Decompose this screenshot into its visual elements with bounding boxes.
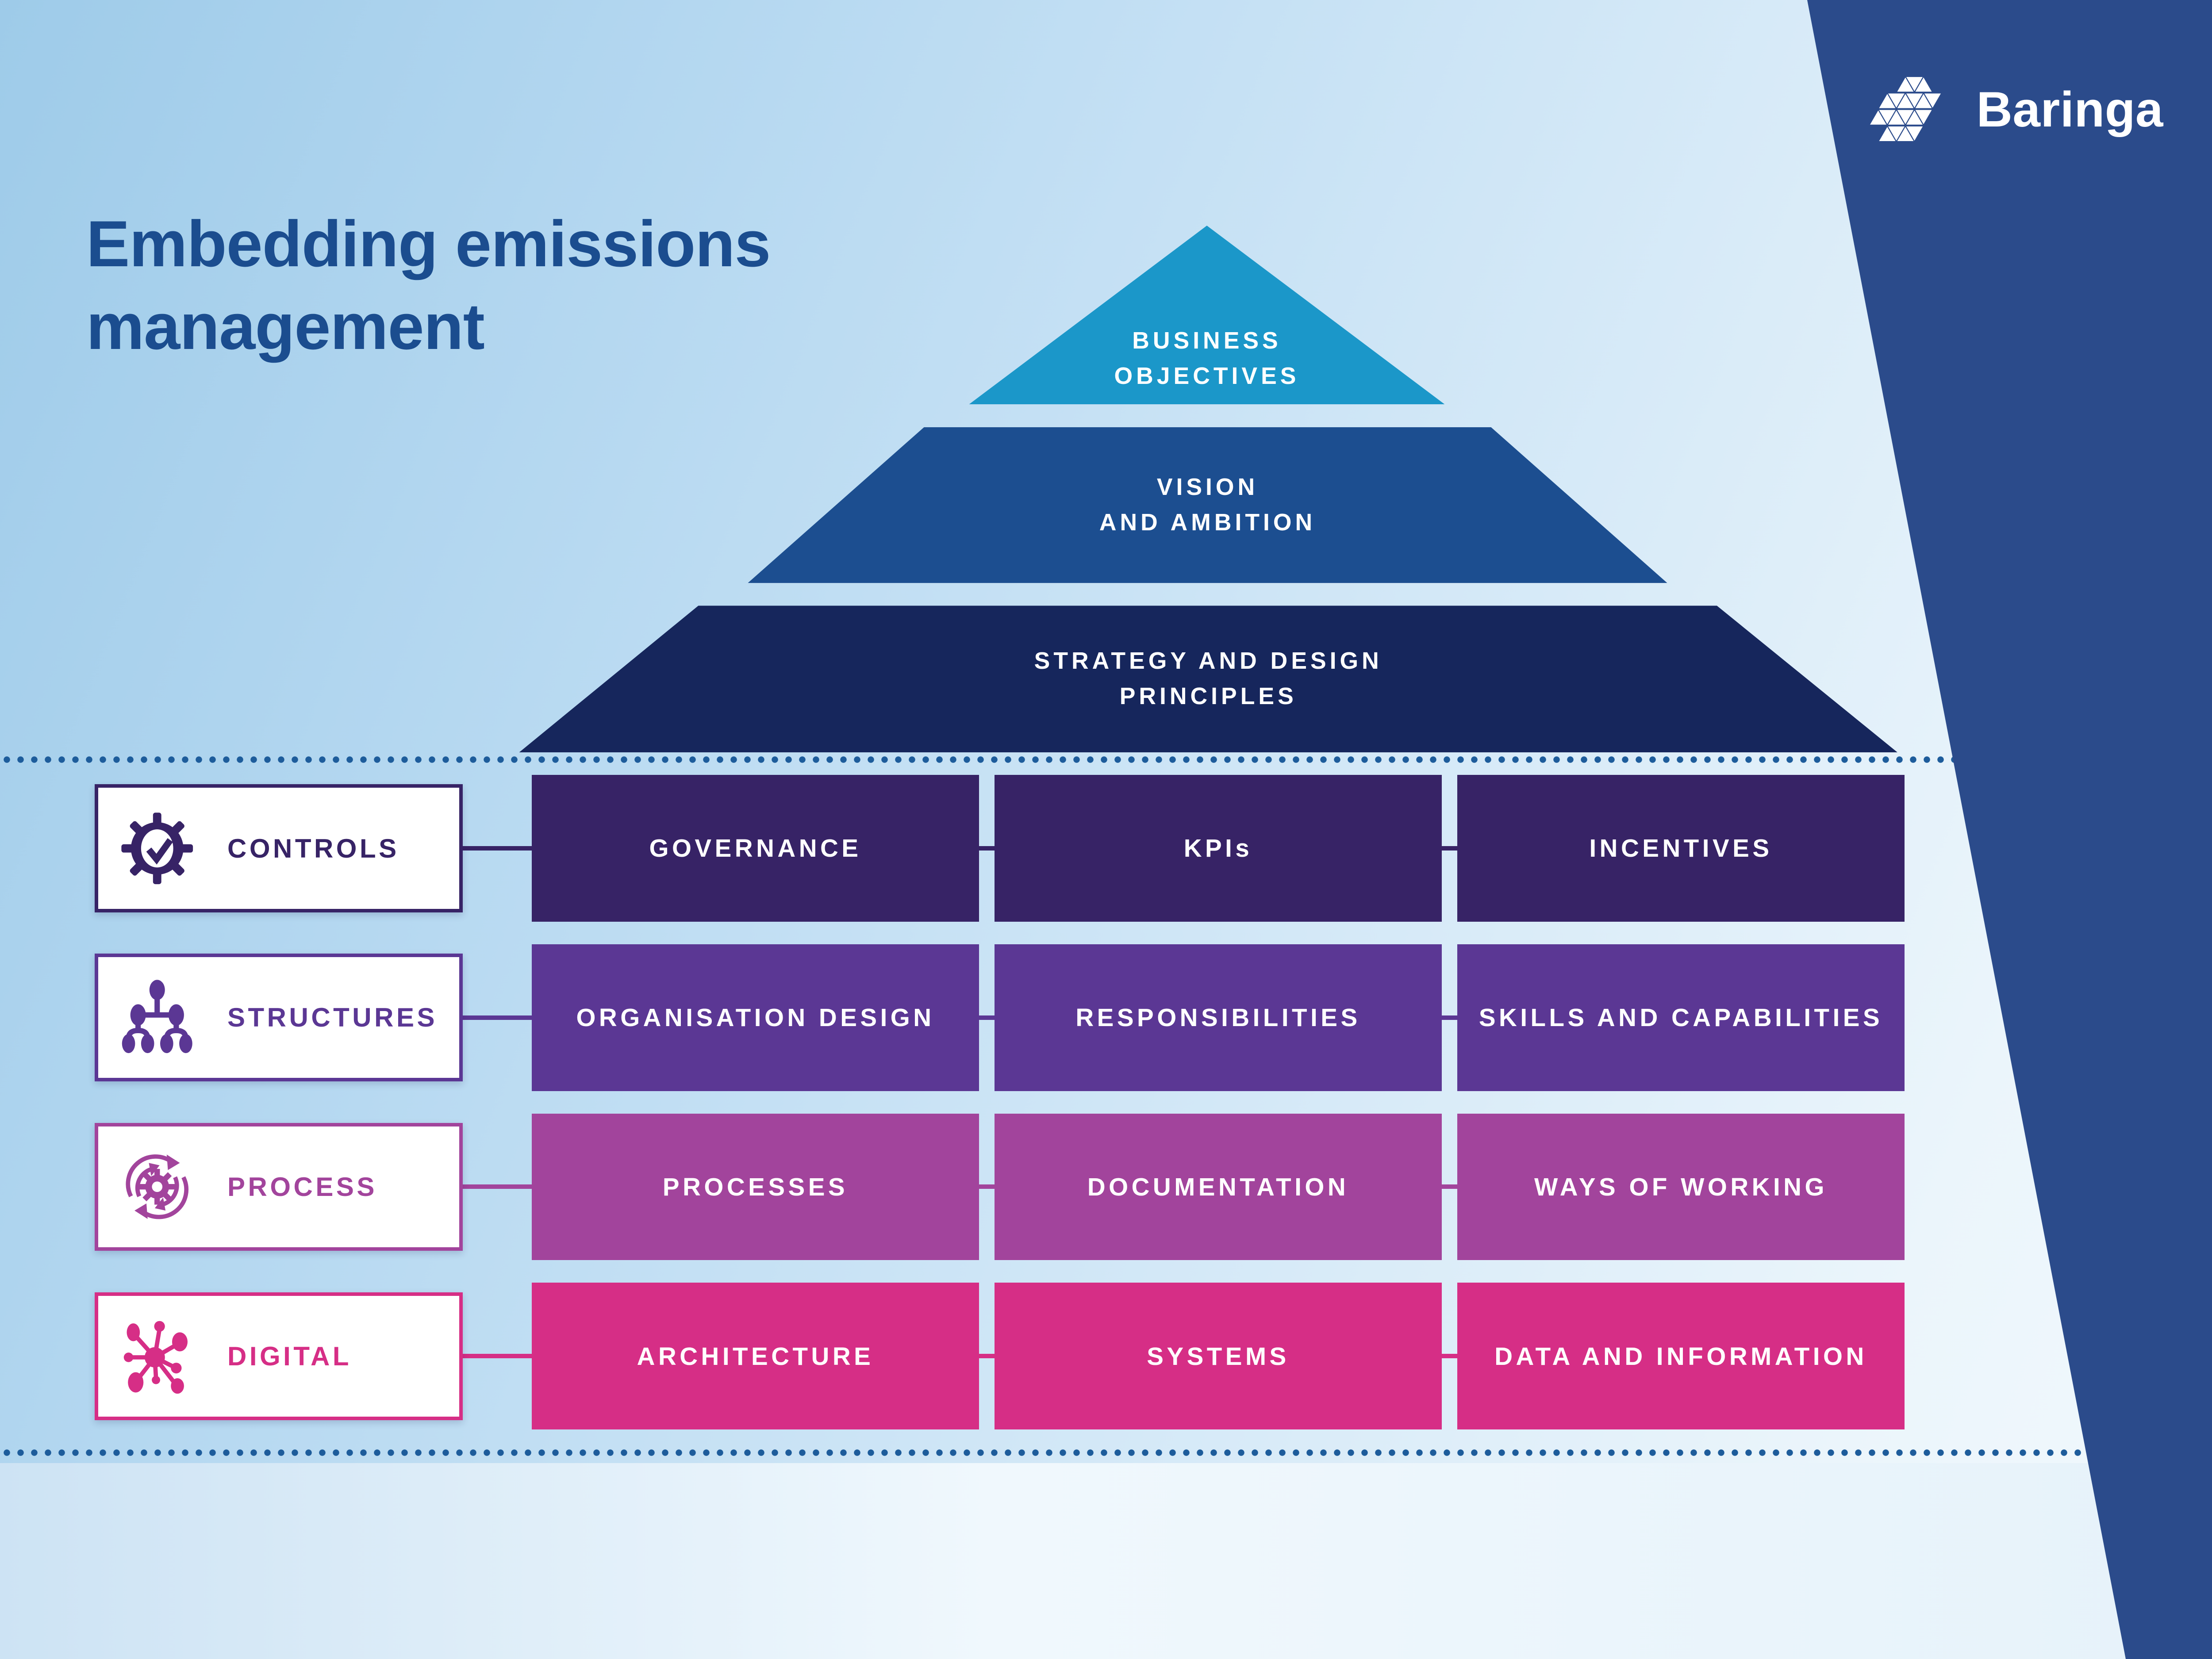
- cell-documentation: DOCUMENTATION: [995, 1113, 1442, 1261]
- connector-line-digital: [431, 1354, 1537, 1359]
- row-label-digital: DIGITAL: [94, 1292, 463, 1420]
- cell-governance: GOVERNANCE: [532, 775, 979, 922]
- org-chart-icon: [122, 980, 192, 1054]
- cell-kpis: KPIs: [995, 775, 1442, 922]
- process-cycle-icon: [126, 1154, 188, 1219]
- network-icon: [123, 1321, 188, 1394]
- baringa-logo: Baringa: [1869, 76, 2163, 142]
- pyramid-level-vision-and-ambition: VISION AND AMBITION: [748, 427, 1667, 583]
- cell-incentives: INCENTIVES: [1457, 775, 1905, 922]
- pyramid-level-label: OBJECTIVES: [1114, 363, 1300, 390]
- page-title-line-2: management: [86, 290, 485, 363]
- row-label-text: CONTROLS: [227, 833, 399, 863]
- dotted-divider-top: [0, 755, 1982, 763]
- cell-skills-and-capabilities: SKILLS AND CAPABILITIES: [1457, 944, 1905, 1091]
- connector-line-controls: [431, 846, 1537, 851]
- cell-processes: PROCESSES: [532, 1113, 979, 1261]
- pyramid-level-business-objectives: BUSINESS OBJECTIVES: [969, 226, 1445, 405]
- pyramid-level-label: STRATEGY AND DESIGN: [1034, 648, 1382, 674]
- baringa-logo-icon: [1869, 76, 1943, 142]
- page-title: Embedding emissions management: [86, 203, 771, 368]
- cell-systems: SYSTEMS: [995, 1283, 1442, 1429]
- cell-ways-of-working: WAYS OF WORKING: [1457, 1113, 1905, 1261]
- row-label-text: DIGITAL: [227, 1341, 352, 1371]
- pyramid-level-label: AND AMBITION: [1099, 509, 1316, 536]
- row-label-structures: STRUCTURES: [94, 954, 463, 1082]
- cell-organisation-design: ORGANISATION DESIGN: [532, 944, 979, 1091]
- pyramid-level-strategy-and-design-principles: STRATEGY AND DESIGN PRINCIPLES: [519, 605, 1897, 753]
- connector-line-process: [431, 1184, 1537, 1189]
- pyramid-level-label: PRINCIPLES: [1119, 683, 1297, 710]
- row-label-process: PROCESS: [94, 1123, 463, 1251]
- dotted-divider-bottom: [0, 1449, 2088, 1457]
- pyramid-level-label: BUSINESS: [1132, 328, 1282, 354]
- cell-responsibilities: RESPONSIBILITIES: [995, 944, 1442, 1091]
- baringa-logo-text: Baringa: [1976, 81, 2163, 138]
- row-label-text: PROCESS: [227, 1172, 377, 1202]
- row-label-controls: CONTROLS: [94, 784, 463, 912]
- cell-architecture: ARCHITECTURE: [532, 1283, 979, 1429]
- page-title-line-1: Embedding emissions: [86, 207, 771, 280]
- pyramid-level-label: VISION: [1156, 474, 1259, 500]
- row-label-text: STRUCTURES: [227, 1003, 438, 1033]
- connector-line-structures: [431, 1015, 1537, 1020]
- gear-check-icon: [121, 812, 193, 884]
- bottom-light-band: [0, 1463, 2212, 1659]
- cell-data-and-information: DATA AND INFORMATION: [1457, 1283, 1905, 1429]
